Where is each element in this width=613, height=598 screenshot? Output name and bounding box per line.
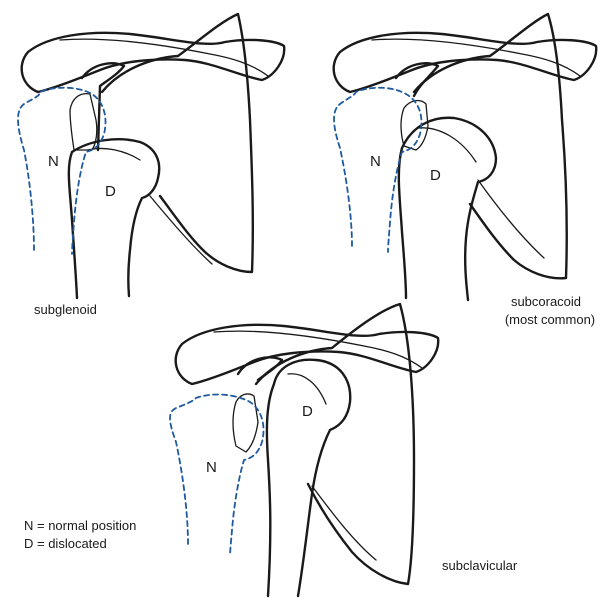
humerus-dislocated [267, 360, 350, 596]
caption-subcoracoid: subcoracoid [511, 294, 581, 309]
legend-key: N = normal position D = dislocated [24, 518, 136, 551]
caption-subglenoid: subglenoid [34, 302, 97, 317]
key-dislocated: D = dislocated [24, 536, 107, 551]
normal-label: N [370, 153, 381, 170]
caption-subclavicular: subclavicular [442, 558, 518, 573]
figure-subcoracoid: N D subcoracoid (most common) [334, 14, 597, 327]
scapula-rim-lower [312, 486, 376, 560]
dislocated-label: D [430, 167, 441, 184]
normal-label: N [206, 459, 217, 476]
dislocated-label: D [302, 403, 313, 420]
figure-subglenoid: N D subglenoid [18, 14, 284, 317]
humerus-normal-position [18, 88, 106, 254]
caption-subcoracoid-note: (most common) [505, 312, 595, 327]
figure-subclavicular: N D subclavicular [170, 304, 518, 596]
scapula [256, 304, 414, 584]
glenoid [233, 394, 258, 452]
humerus-neck [288, 374, 326, 404]
scapula-rim-lower [478, 180, 544, 258]
humerus-neck [88, 148, 140, 160]
scapula [414, 14, 567, 278]
key-normal: N = normal position [24, 518, 136, 533]
dislocated-label: D [105, 183, 116, 200]
glenoid-rim-lower [150, 196, 212, 264]
acromion-clavicle [176, 325, 439, 384]
scapula [102, 14, 253, 272]
normal-label: N [48, 153, 59, 170]
